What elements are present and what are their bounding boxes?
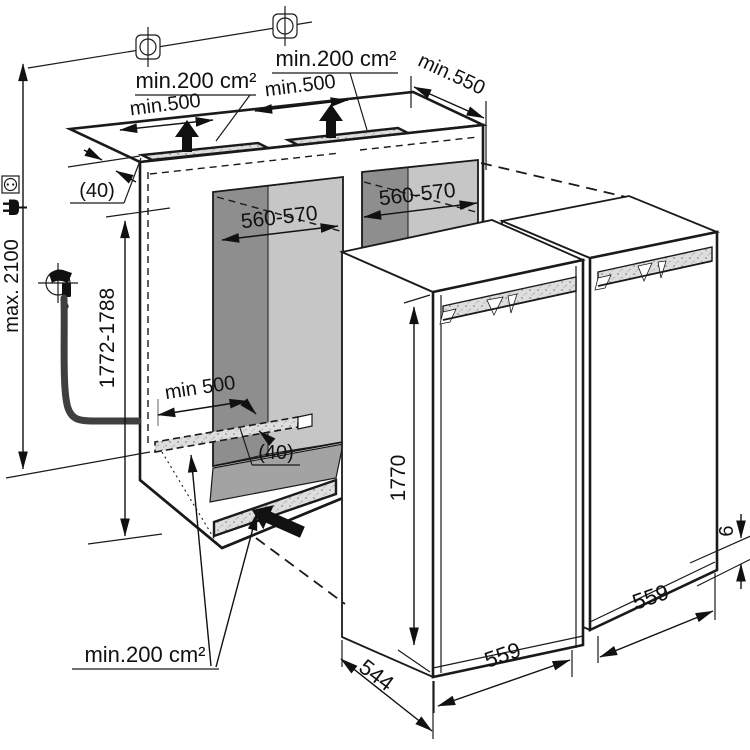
alignment-dash-bottom	[255, 537, 346, 605]
base-vent-area-callout: min.200 cm²	[72, 454, 258, 670]
water-tap-icon	[38, 263, 78, 309]
floor-rear-gap	[297, 413, 313, 430]
niche-left	[212, 175, 344, 468]
power-socket-icon	[1, 175, 20, 194]
appliance-left	[339, 219, 586, 679]
dim-top-vent-width-right: min.500	[264, 71, 337, 102]
plinth-vent-slot	[212, 478, 338, 538]
dim-top-rear-gap: (40)	[79, 180, 115, 202]
water-connection	[38, 263, 142, 425]
appliance-left-front	[431, 258, 585, 679]
dim-base-rear-gap: (40)	[258, 442, 294, 464]
label-top-vent-area-left: min.200 cm²	[135, 68, 256, 93]
dim-niche-height: 1772-1788	[96, 288, 119, 388]
dim-door-gap: 6	[716, 525, 738, 536]
power-connection	[1, 175, 27, 215]
airflow-arrow-icon	[252, 505, 305, 538]
door-gap-callout: 6	[689, 514, 750, 589]
top-rear-gap-callout: (40)	[67, 147, 142, 204]
base-rear-gap-callout: (40)	[239, 427, 300, 466]
mounting-point-icon	[272, 6, 298, 46]
label-top-vent-area-right: min.200 cm²	[275, 46, 396, 71]
water-hose	[60, 294, 142, 425]
dim-max-height: max. 2100	[1, 239, 23, 332]
dimensions: max. 2100 1772-1788 1770 560-570 560-570…	[1, 46, 750, 739]
top-vent-slot-right	[283, 126, 413, 147]
mounting-point-icon	[135, 27, 161, 67]
appliance-right-front	[588, 230, 719, 633]
top-vent-slot-left	[137, 141, 273, 162]
floor-reference-line	[5, 451, 151, 479]
ceiling-reference	[27, 6, 313, 69]
dim-appliance-depth: 544	[354, 654, 398, 696]
airflow-arrow-icon	[175, 120, 199, 152]
label-base-vent-area: min.200 cm²	[84, 642, 205, 667]
niche-floor	[154, 413, 344, 538]
dim-appliance-height: 1770	[387, 455, 410, 502]
alignment-dash-top	[480, 162, 627, 198]
